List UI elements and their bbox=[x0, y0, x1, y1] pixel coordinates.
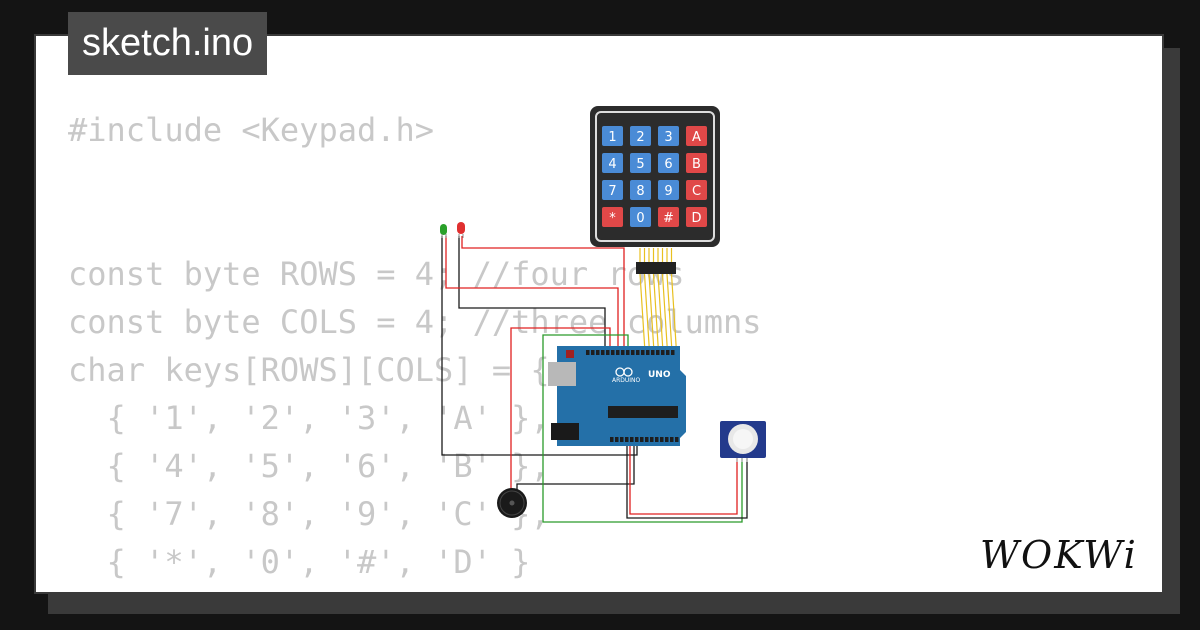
header-pin bbox=[620, 437, 624, 442]
header-pin bbox=[670, 437, 674, 442]
keypad-key-label: 7 bbox=[608, 184, 616, 199]
header-pin bbox=[656, 350, 660, 355]
header-pin bbox=[645, 437, 649, 442]
header-pin bbox=[630, 437, 634, 442]
header-pin bbox=[641, 350, 645, 355]
header-pin bbox=[591, 350, 595, 355]
keypad-key-label: 2 bbox=[636, 130, 644, 145]
keypad-key-label: * bbox=[609, 211, 616, 226]
keypad-key-label: 8 bbox=[636, 184, 644, 199]
keypad-key bbox=[658, 207, 679, 227]
header-pin bbox=[646, 350, 650, 355]
wire-green-pir bbox=[542, 345, 743, 523]
keypad-key bbox=[686, 126, 707, 146]
keypad-key-label: 4 bbox=[608, 157, 616, 172]
keypad-key bbox=[630, 207, 651, 227]
keypad-key bbox=[602, 207, 623, 227]
logo-text: WOKWi bbox=[980, 533, 1138, 577]
keypad-key-label: 1 bbox=[608, 130, 616, 145]
keypad-key bbox=[602, 180, 623, 200]
reset-button bbox=[566, 350, 574, 358]
keypad-header bbox=[636, 262, 676, 274]
keypad-key-label: 5 bbox=[636, 157, 644, 172]
header-pin bbox=[640, 437, 644, 442]
keypad-key bbox=[658, 126, 679, 146]
header-pin bbox=[665, 437, 669, 442]
header-pin bbox=[610, 437, 614, 442]
wire-black-buzzer bbox=[516, 440, 635, 490]
keypad-key-label: 6 bbox=[664, 157, 672, 172]
header-pin bbox=[611, 350, 615, 355]
keypad-key bbox=[686, 207, 707, 227]
header-pin bbox=[651, 350, 655, 355]
keypad-key bbox=[602, 126, 623, 146]
header-pin bbox=[616, 350, 620, 355]
code-line: { '1', '2', '3', 'A' }, bbox=[68, 399, 550, 437]
header-pin bbox=[666, 350, 670, 355]
keypad-key-label: # bbox=[663, 211, 674, 226]
header-pin bbox=[621, 350, 625, 355]
keypad-key-label: 0 bbox=[636, 211, 644, 226]
file-name-tab: sketch.ino bbox=[68, 12, 268, 75]
wire-red-green-led bbox=[445, 236, 619, 352]
wire-red-buzzer bbox=[510, 327, 611, 495]
board-label: UNO bbox=[648, 370, 671, 380]
header-pin bbox=[660, 437, 664, 442]
pir-motion-sensor bbox=[720, 421, 766, 462]
piezo-buzzer bbox=[497, 488, 527, 518]
header-pin bbox=[650, 437, 654, 442]
keypad-key-label: A bbox=[692, 130, 701, 145]
keypad-key bbox=[630, 153, 651, 173]
code-line: { '*', '0', '#', 'D' } bbox=[68, 543, 531, 581]
keypad-key bbox=[658, 180, 679, 200]
keypad-key-label: D bbox=[691, 211, 701, 226]
wokwi-logo: WOKWi bbox=[980, 533, 1138, 577]
usb-port bbox=[548, 362, 576, 386]
wire-red-led bbox=[461, 236, 625, 352]
board-brand: ARDUINO bbox=[612, 377, 641, 384]
led-red bbox=[457, 222, 465, 238]
keypad-key-label: 3 bbox=[664, 130, 672, 145]
header-pin bbox=[625, 437, 629, 442]
keypad-4x4: 1 2 3 A 4 5 6 B 7 8 9 C * 0 # D bbox=[590, 106, 720, 274]
code-line: }; bbox=[68, 586, 762, 592]
header-pin bbox=[635, 437, 639, 442]
header-pin bbox=[631, 350, 635, 355]
wire-black-green-led bbox=[441, 236, 638, 456]
header-pin bbox=[655, 437, 659, 442]
header-pin bbox=[601, 350, 605, 355]
header-pin bbox=[596, 350, 600, 355]
header-pin bbox=[671, 350, 675, 355]
keypad-key bbox=[686, 153, 707, 173]
atmega-chip bbox=[608, 406, 678, 418]
header-pin bbox=[626, 350, 630, 355]
keypad-key bbox=[630, 180, 651, 200]
header-pin bbox=[675, 437, 679, 442]
keypad-key bbox=[658, 153, 679, 173]
code-line: #include <Keypad.h> bbox=[68, 111, 435, 149]
keypad-key bbox=[630, 126, 651, 146]
keypad-key-label: 9 bbox=[664, 184, 672, 199]
header-pin bbox=[586, 350, 590, 355]
code-line: const byte ROWS = 4; //four rows bbox=[68, 255, 685, 293]
led-green bbox=[440, 224, 447, 238]
wire-red-pir bbox=[629, 440, 738, 515]
keypad-key-label: C bbox=[692, 184, 701, 199]
header-pin bbox=[636, 350, 640, 355]
header-pin bbox=[606, 350, 610, 355]
wire-black-pir bbox=[626, 440, 748, 519]
keypad-key-label: B bbox=[692, 157, 701, 172]
code-preview: #include <Keypad.h> const byte ROWS = 4; … bbox=[68, 106, 762, 592]
keypad-key bbox=[602, 153, 623, 173]
power-jack bbox=[551, 423, 579, 440]
header-pin bbox=[661, 350, 665, 355]
wire-green-pir-board bbox=[542, 334, 629, 352]
wire-black-led-red bbox=[458, 236, 606, 352]
keypad-key bbox=[686, 180, 707, 200]
code-line: char keys[ROWS][COLS] = { bbox=[68, 351, 550, 389]
header-pin bbox=[615, 437, 619, 442]
arduino-uno-board: ARDUINO UNO bbox=[548, 346, 686, 446]
